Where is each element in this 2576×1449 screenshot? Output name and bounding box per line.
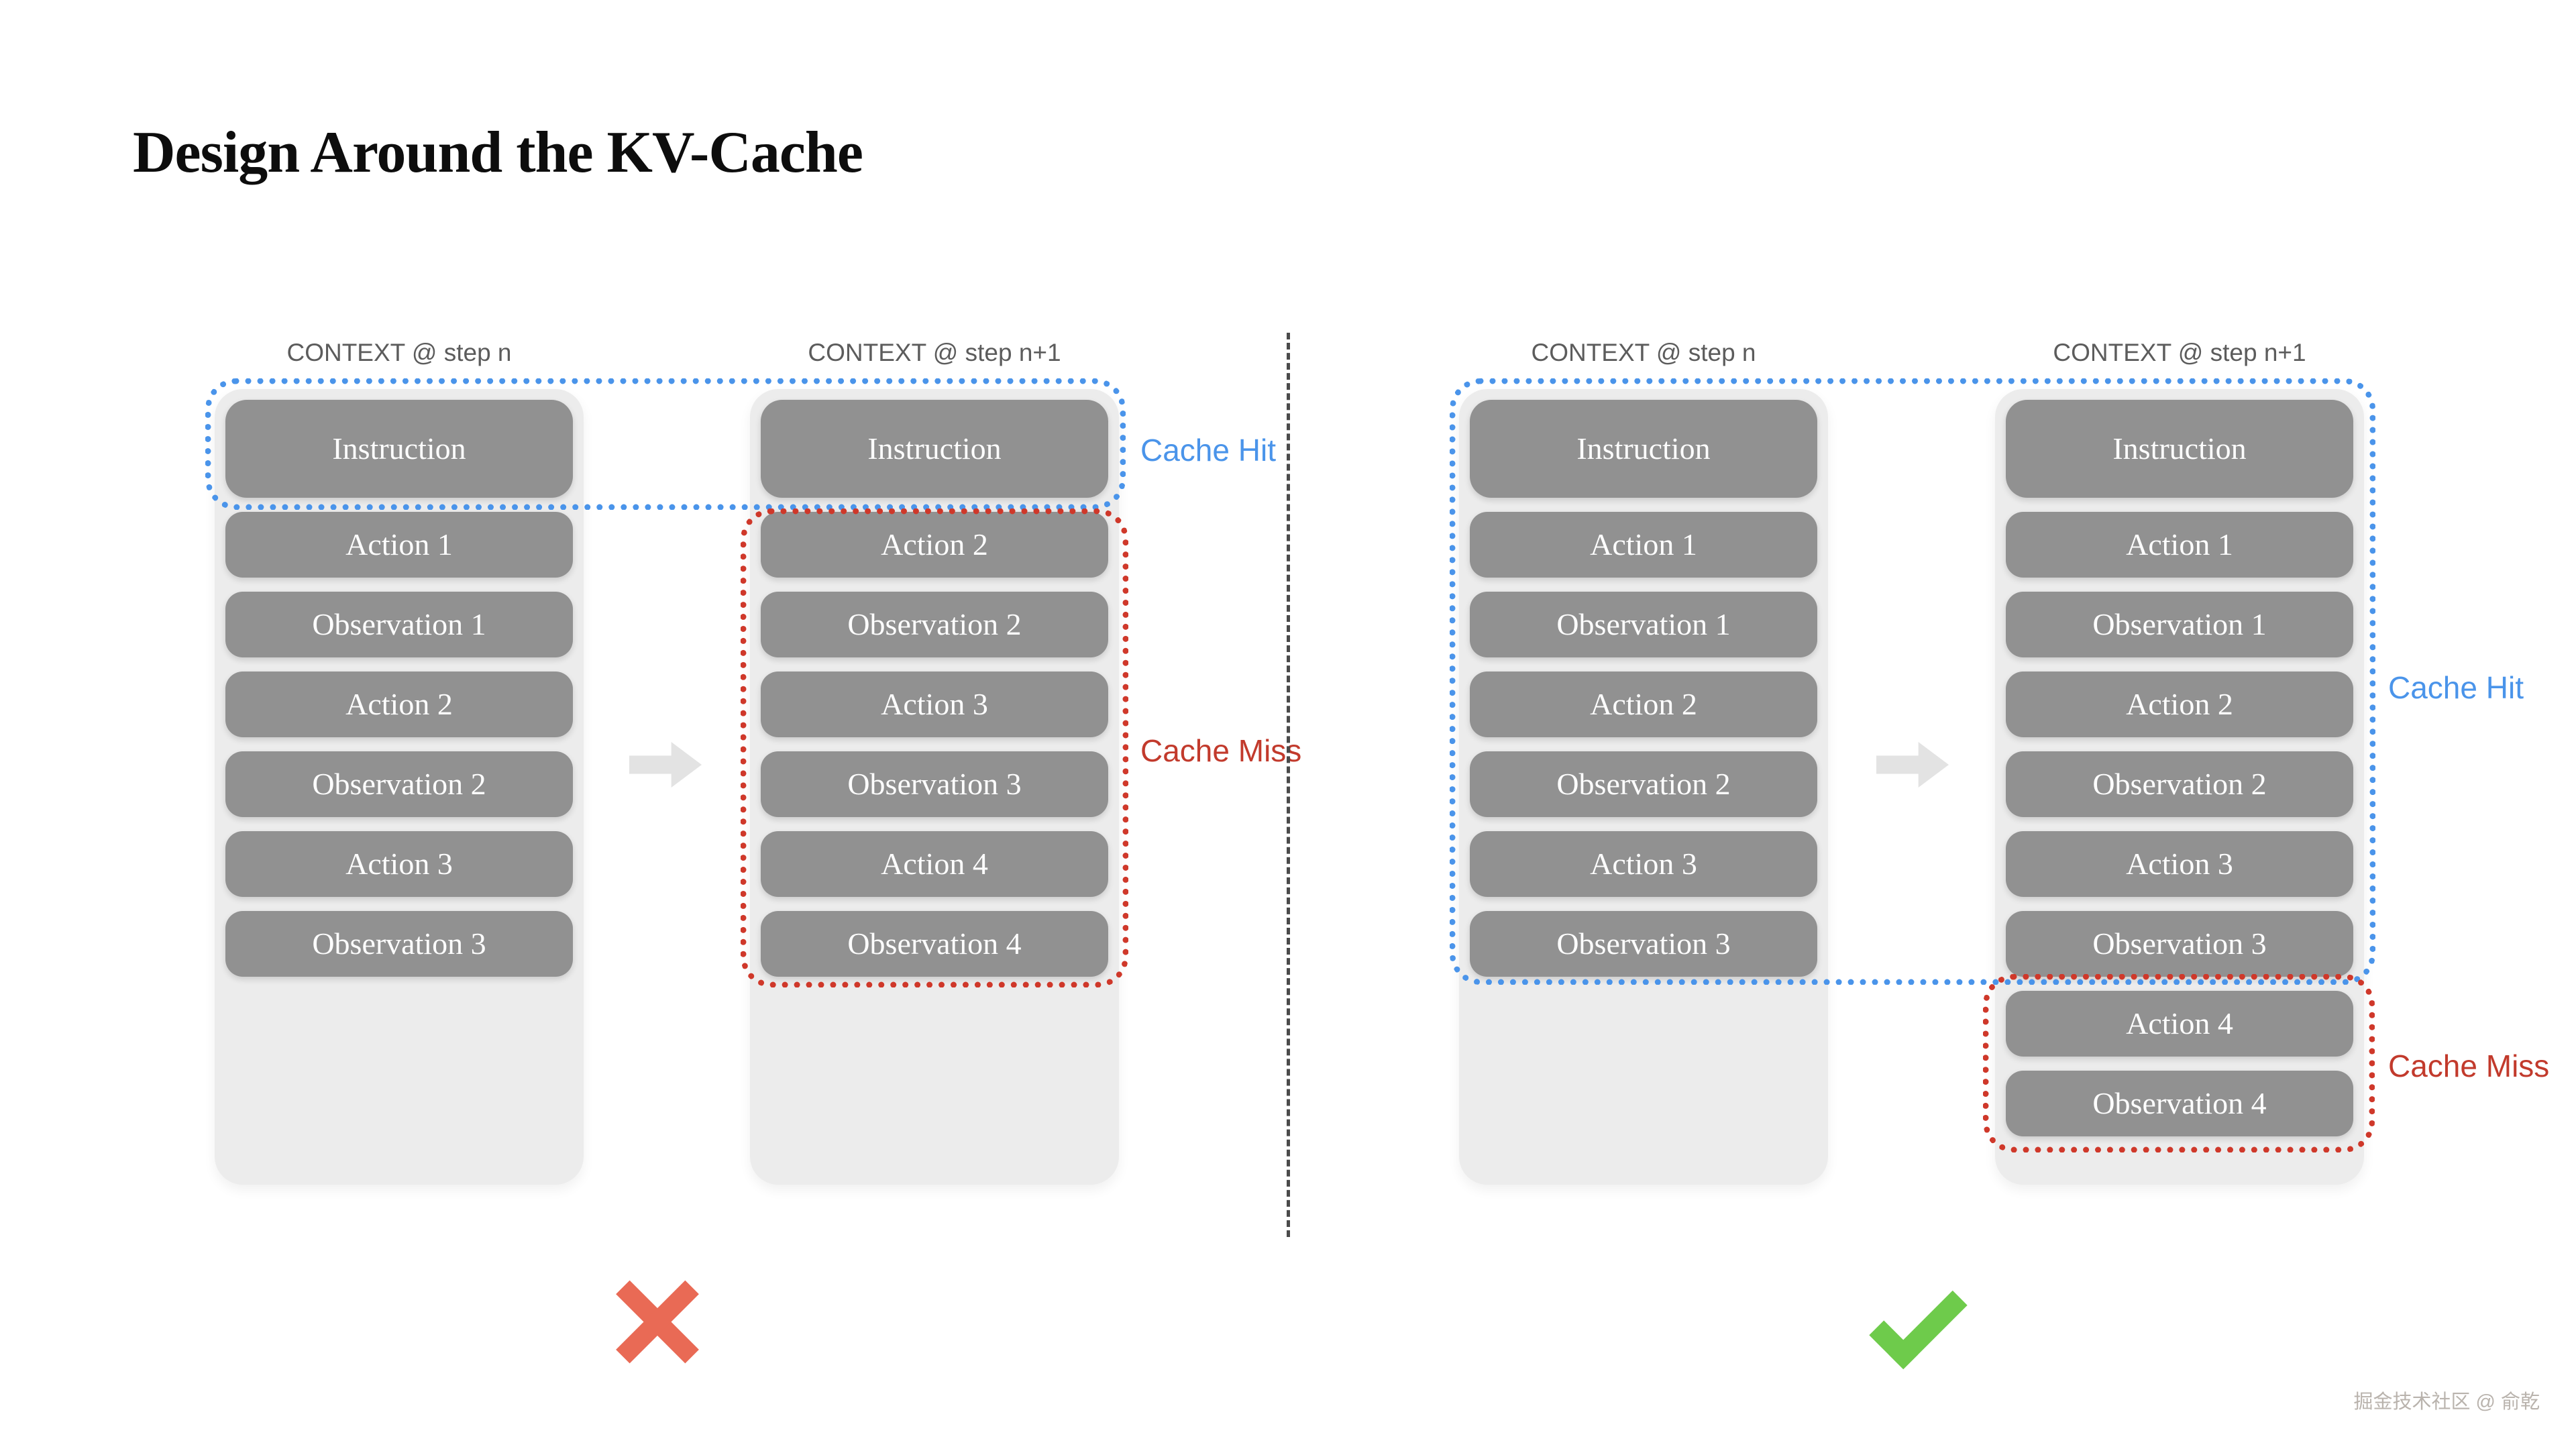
context-box: Action 3: [1470, 831, 1817, 897]
context-box: Action 4: [2006, 991, 2353, 1057]
context-box: Action 1: [1470, 512, 1817, 578]
context-box: Action 1: [225, 512, 573, 578]
page-title: Design Around the KV-Cache: [133, 120, 863, 185]
context-box: Action 3: [225, 831, 573, 897]
context-box: Action 2: [761, 512, 1108, 578]
context-box: Observation 3: [225, 911, 573, 977]
column-header-step-n-right: CONTEXT @ step n: [1531, 339, 1756, 366]
context-box: Observation 1: [225, 592, 573, 657]
context-box: Instruction: [1470, 400, 1817, 498]
context-box: Instruction: [2006, 400, 2353, 498]
context-box: Instruction: [225, 400, 573, 498]
panel-divider: [1287, 333, 1290, 1237]
context-box: Observation 2: [225, 751, 573, 817]
cross-icon: [616, 1280, 699, 1364]
context-box: Action 2: [1470, 672, 1817, 737]
column-header-step-n1-left: CONTEXT @ step n+1: [808, 339, 1061, 366]
context-column-right-step-n: Instruction Action 1 Observation 1 Actio…: [1459, 389, 1828, 1185]
cache-hit-label-right: Cache Hit: [2388, 670, 2524, 705]
cache-miss-label-right: Cache Miss: [2388, 1049, 2550, 1083]
check-icon: [1869, 1271, 1968, 1370]
context-box: Observation 4: [761, 911, 1108, 977]
context-column-right-step-n1: Instruction Action 1 Observation 1 Actio…: [1995, 389, 2364, 1185]
context-box: Action 2: [2006, 672, 2353, 737]
column-header-step-n-left: CONTEXT @ step n: [286, 339, 512, 366]
arrow-right-icon: [629, 742, 702, 788]
context-box: Observation 3: [1470, 911, 1817, 977]
arrow-right-icon: [1876, 742, 1949, 788]
cache-miss-label-left: Cache Miss: [1140, 733, 1302, 768]
column-header-step-n1-right: CONTEXT @ step n+1: [2053, 339, 2306, 366]
context-box: Observation 1: [1470, 592, 1817, 657]
context-box: Observation 3: [2006, 911, 2353, 977]
context-box: Observation 4: [2006, 1071, 2353, 1136]
context-box: Action 3: [761, 672, 1108, 737]
context-box: Instruction: [761, 400, 1108, 498]
context-box: Action 3: [2006, 831, 2353, 897]
context-box: Action 4: [761, 831, 1108, 897]
cache-hit-label-left: Cache Hit: [1140, 433, 1276, 468]
context-box: Observation 1: [2006, 592, 2353, 657]
context-box: Observation 2: [2006, 751, 2353, 817]
context-column-left-step-n1: Instruction Action 2 Observation 2 Actio…: [750, 389, 1119, 1185]
context-box: Observation 2: [761, 592, 1108, 657]
watermark: 掘金技术社区 @ 俞乾: [2353, 1391, 2540, 1413]
context-box: Action 2: [225, 672, 573, 737]
context-box: Observation 2: [1470, 751, 1817, 817]
context-column-left-step-n: Instruction Action 1 Observation 1 Actio…: [215, 389, 584, 1185]
context-box: Action 1: [2006, 512, 2353, 578]
context-box: Observation 3: [761, 751, 1108, 817]
